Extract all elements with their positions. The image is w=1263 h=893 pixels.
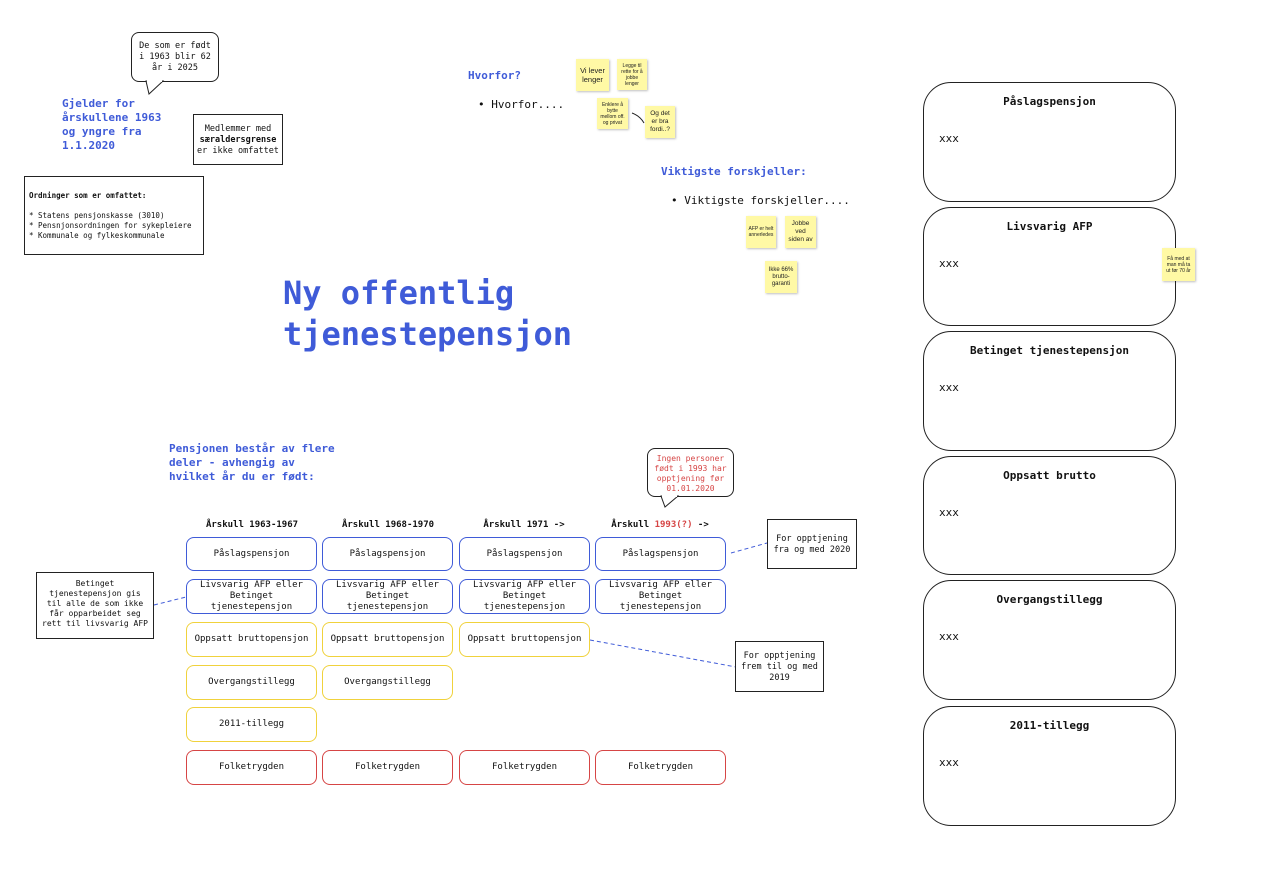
schemes-title: Ordninger som er omfattet: <box>29 191 147 200</box>
column-heading: Årskull 1968-1970 <box>341 520 435 530</box>
differences-heading: Viktigste forskjeller: <box>661 165 807 178</box>
speech-bubble-birth-year: De som er født i 1963 blir 62 år i 2025 <box>131 32 219 82</box>
pill-folketrygden: Folketrygden <box>595 750 726 785</box>
note-from-2020: For opptjening fra og med 2020 <box>767 519 857 569</box>
card-body: xxx <box>939 506 959 519</box>
pill-oppsatt-bruttopensjon: Oppsatt bruttopensjon <box>186 622 317 657</box>
differences-bullet: • Viktigste forskjeller.... <box>671 194 850 207</box>
pill-paslagspensjon: Påslagspensjon <box>459 537 590 571</box>
speech-bubble-1993: Ingen personer født i 1993 har opptjenin… <box>647 448 734 497</box>
scheme-item: * Kommunale og fylkeskommunale <box>29 231 165 240</box>
pill-livsvarig-afp: Livsvarig AFP eller Betinget tjenestepen… <box>322 579 453 614</box>
card-betinget-tjenestepensjon: Betinget tjenestepensjon xxx <box>923 331 1176 451</box>
card-oppsatt-brutto: Oppsatt brutto xxx <box>923 456 1176 575</box>
why-bullet: • Hvorfor.... <box>478 98 565 111</box>
sticky-note: Legge til rette for å jobbe lenger <box>617 59 647 90</box>
card-overgangstillegg: Overgangstillegg xxx <box>923 580 1176 700</box>
pill-oppsatt-bruttopensjon: Oppsatt bruttopensjon <box>322 622 453 657</box>
sticky-note: Enklere å bytte mellom off. og privat <box>597 98 628 129</box>
sticky-note: Vi lever lenger <box>576 59 609 91</box>
card-livsvarig-afp: Livsvarig AFP xxx <box>923 207 1176 326</box>
pill-livsvarig-afp: Livsvarig AFP eller Betinget tjenestepen… <box>459 579 590 614</box>
card-title: Overgangstillegg <box>996 593 1103 606</box>
note-until-2019: For opptjening frem til og med 2019 <box>735 641 824 692</box>
pill-paslagspensjon: Påslagspensjon <box>186 537 317 571</box>
column-heading: Årskull 1971 -> <box>483 520 565 530</box>
card-paslagspensjon: Påslagspensjon xxx <box>923 82 1176 202</box>
pill-overgangstillegg: Overgangstillegg <box>322 665 453 700</box>
pill-2011-tillegg: 2011-tillegg <box>186 707 317 742</box>
pill-folketrygden: Folketrygden <box>322 750 453 785</box>
sticky-note: AFP er helt annerledes <box>746 216 776 248</box>
scheme-item: * Pensnjonsordningen for sykepleiere <box>29 221 192 230</box>
members-note: Medlemmer med særaldersgrense er ikke om… <box>193 114 283 165</box>
column-heading: Årskull 1963-1967 <box>205 520 299 530</box>
sticky-note: Jobbe ved siden av <box>785 216 816 248</box>
applies-heading: Gjelder for årskullene 1963 og yngre fra… <box>62 97 162 152</box>
card-title: Betinget tjenestepensjon <box>970 344 1129 357</box>
parts-heading: Pensjonen består av flere deler - avheng… <box>169 442 335 483</box>
pill-livsvarig-afp: Livsvarig AFP eller Betinget tjenestepen… <box>595 579 726 614</box>
card-body: xxx <box>939 257 959 270</box>
card-body: xxx <box>939 132 959 145</box>
card-title: 2011-tillegg <box>1009 719 1090 732</box>
pill-livsvarig-afp: Livsvarig AFP eller Betinget tjenestepen… <box>186 579 317 614</box>
card-body: xxx <box>939 630 959 643</box>
column-heading: Årskull 1993(?) -> <box>611 520 709 530</box>
bubble-tail <box>145 80 165 95</box>
why-heading: Hvorfor? <box>468 69 521 82</box>
note-conditional-pension: Betinget tjenestepensjon gis til alle de… <box>36 572 154 639</box>
sticky-note: Ikke 66% brutto-garanti <box>765 261 797 293</box>
pill-folketrygden: Folketrygden <box>459 750 590 785</box>
sticky-note: Få med at man må ta ut før 70 år <box>1162 248 1195 281</box>
scheme-item: * Statens pensjonskasse (3010) <box>29 211 165 220</box>
pill-paslagspensjon: Påslagspensjon <box>322 537 453 571</box>
card-title: Oppsatt brutto <box>1003 469 1096 482</box>
page-title: Ny offentlig tjenestepensjon <box>283 274 572 353</box>
card-2011-tillegg: 2011-tillegg xxx <box>923 706 1176 826</box>
sticky-note: Og det er bra fordi..? <box>645 106 675 138</box>
card-body: xxx <box>939 756 959 769</box>
card-body: xxx <box>939 381 959 394</box>
pill-overgangstillegg: Overgangstillegg <box>186 665 317 700</box>
pill-folketrygden: Folketrygden <box>186 750 317 785</box>
card-title: Påslagspensjon <box>1003 95 1096 108</box>
pill-oppsatt-bruttopensjon: Oppsatt bruttopensjon <box>459 622 590 657</box>
bubble-tail <box>660 495 680 508</box>
schemes-box: Ordninger som er omfattet: * Statens pen… <box>24 176 204 255</box>
card-title: Livsvarig AFP <box>1006 220 1093 233</box>
pill-paslagspensjon: Påslagspensjon <box>595 537 726 571</box>
